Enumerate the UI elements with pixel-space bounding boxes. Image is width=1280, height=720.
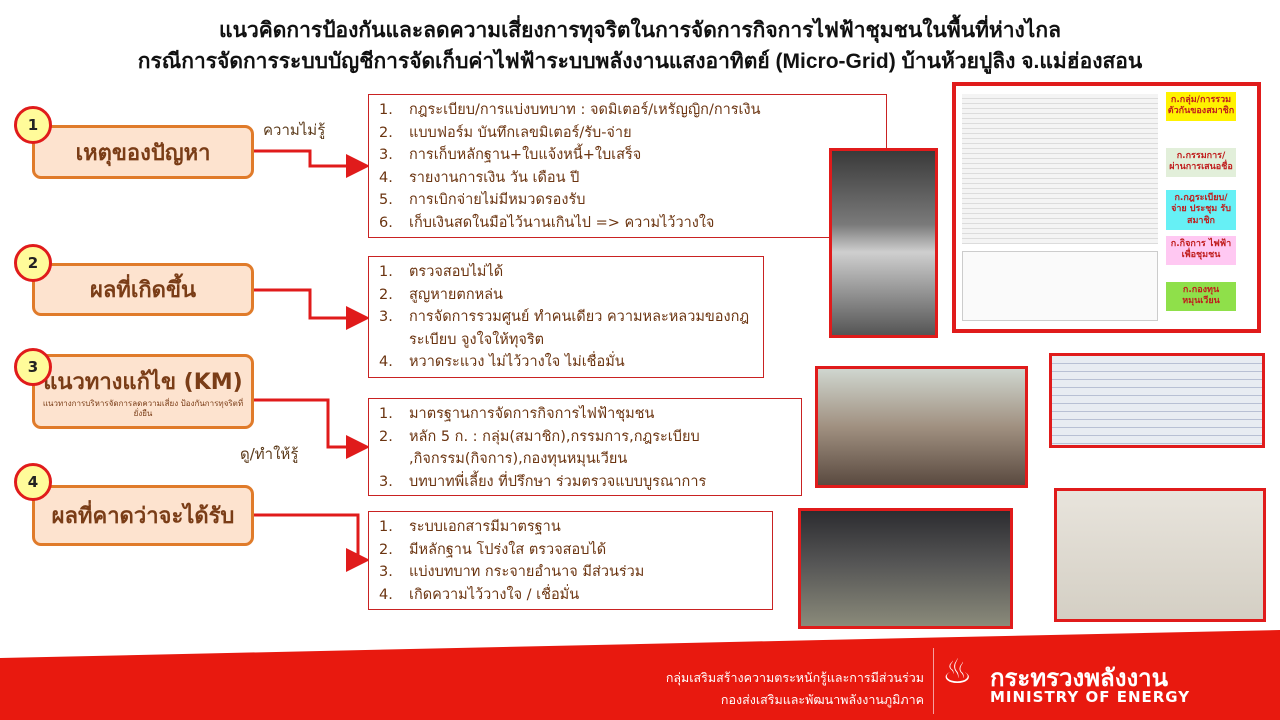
connector-4 [254, 513, 370, 572]
step-number-badge: 4 [14, 463, 52, 501]
diagram-table-image [962, 94, 1158, 244]
item-number: 1. [379, 102, 393, 118]
item-text: การเบิกจ่ายไม่มีหมวดรองรับ [409, 192, 586, 208]
item-text: มีหลักฐาน โปร่งใส ตรวจสอบได้ [409, 541, 607, 558]
ministry-flame-logo-icon: ♨ [942, 652, 973, 692]
connector-1 [254, 149, 370, 178]
title-line-2: กรณีการจัดการระบบบัญชีการจัดเก็บค่าไฟฟ้า… [137, 50, 1143, 73]
list-item: 1. ตรวจสอบไม่ได้ [379, 261, 753, 284]
expected-list: 1. ระบบเอกสารมีมาตรฐาน 2. มีหลักฐาน โปร่งใส… [368, 511, 773, 610]
item-number: 1. [379, 519, 393, 535]
connector-2 [254, 288, 370, 330]
ledger-document-photo [1049, 353, 1265, 448]
item-number: 3. [379, 473, 393, 490]
five-k-tag: ก.กรรมการ/ ผ่านการเสนอชื่อ [1166, 148, 1236, 177]
micro-grid-diagram: ก.กลุ่ม/การรวมตัวกันของสมาชิกก.กรรมการ/ … [952, 82, 1261, 333]
connector-label-show: ดู/ทำให้รู้ [240, 445, 299, 463]
list-item: 2. แบบฟอร์ม บันทึกเลขมิเตอร์/รับ-จ่าย [379, 122, 876, 145]
item-number: 2. [379, 124, 393, 141]
item-text: ตรวจสอบไม่ได้ [409, 264, 504, 280]
item-number: 1. [379, 406, 393, 422]
list-item: 4. รายงานการเงิน วัน เดือน ปี [379, 167, 876, 190]
footer: กลุ่มเสริมสร้างความตระหนักรู้และการมีส่ว… [0, 630, 1280, 720]
item-number: 1. [379, 264, 393, 280]
five-k-tag: ก.กลุ่ม/การรวมตัวกันของสมาชิก [1166, 92, 1236, 121]
five-k-tag: ก.กองทุน หมุนเวียน [1166, 282, 1236, 311]
item-number: 2. [379, 541, 393, 558]
list-item: 1. ระบบเอกสารมีมาตรฐาน [379, 516, 762, 539]
list-item: 2. สูญหายตกหล่น [379, 284, 753, 307]
list-item: 1. มาตรฐานการจัดการกิจการไฟฟ้าชุมชน [379, 403, 791, 426]
step-number-badge: 2 [14, 244, 52, 282]
item-text: บทบาทพี่เลี้ยง ที่ปรึกษา ร่วมตรวจแบบบูรณ… [409, 473, 707, 490]
item-text: กฎระเบียบ/การแบ่งบทบาท : จดมิเตอร์/เหรัญ… [409, 102, 761, 118]
item-number: 4. [379, 169, 393, 186]
connector-3 [254, 398, 370, 459]
step-cause: เหตุของปัญหา [32, 125, 254, 179]
step-effect: ผลที่เกิดขึ้น [32, 263, 254, 316]
footer-dept-line-2: กองส่งเสริมและพัฒนาพลังงานภูมิภาค [720, 692, 924, 707]
item-text: หลัก 5 ก. : กลุ่ม(สมาชิก),กรรมการ,กฎระเบ… [409, 428, 700, 468]
list-item: 4. เกิดความไว้วางใจ / เชื่อมั่น [379, 584, 762, 607]
step-label: ผลที่คาดว่าจะได้รับ [51, 504, 235, 529]
receipt-document-photo [1054, 488, 1266, 622]
item-text: การจัดการรวมศูนย์ ทำคนเดียว ความหละหลวมข… [409, 309, 750, 348]
item-text: เก็บเงินสดในมือไว้นานเกินไป => ความไว้วา… [409, 214, 715, 231]
item-text: ระบบเอกสารมีมาตรฐาน [409, 519, 561, 535]
footer-divider [933, 648, 934, 714]
list-item: 3. การเก็บหลักฐาน+ใบแจ้งหนี้+ใบเสร็จ [379, 144, 876, 167]
five-k-tag: ก.กฎระเบียบ/ จ่าย ประชุม รับ สมาชิก [1166, 190, 1236, 230]
step-expected: ผลที่คาดว่าจะได้รับ [32, 485, 254, 546]
ministry-name-english: MINISTRY OF ENERGY [990, 688, 1191, 706]
item-text: รายงานการเงิน วัน เดือน ปี [409, 169, 580, 186]
step-label: ผลที่เกิดขึ้น [89, 278, 197, 303]
step-label: เหตุของปัญหา [75, 140, 211, 166]
item-number: 3. [379, 147, 393, 163]
list-item: 3. บทบาทพี่เลี้ยง ที่ปรึกษา ร่วมตรวจแบบบู… [379, 471, 791, 494]
item-number: 5. [379, 192, 393, 208]
step-number-badge: 1 [14, 106, 52, 144]
item-text: สูญหายตกหล่น [409, 286, 503, 303]
item-text: มาตรฐานการจัดการกิจการไฟฟ้าชุมชน [409, 406, 655, 422]
solutions-list: 1. มาตรฐานการจัดการกิจการไฟฟ้าชุมชน 2. หลัก… [368, 398, 802, 496]
item-number: 6. [379, 214, 393, 231]
list-item: 6. เก็บเงินสดในมือไว้นานเกินไป => ความไว้… [379, 212, 876, 235]
diagram-chart-image [962, 251, 1158, 321]
item-number: 2. [379, 428, 393, 445]
list-item: 3. แบ่งบทบาท กระจายอำนาจ มีส่วนร่วม [379, 561, 762, 584]
causes-list: 1. กฎระเบียบ/การแบ่งบทบาท : จดมิเตอร์/เหร… [368, 94, 887, 238]
effects-list: 1. ตรวจสอบไม่ได้ 2. สูญหายตกหล่น 3. การจัดการ… [368, 256, 764, 378]
five-k-tag: ก.กิจการ ไฟฟ้า เพื่อชุมชน [1166, 236, 1236, 265]
step-solution: แนวทางแก้ไข (KM) แนวทางการบริหารจัดการลดค… [32, 354, 254, 429]
item-text: แบ่งบทบาท กระจายอำนาจ มีส่วนร่วม [409, 564, 645, 580]
ministry-name-thai: กระทรวงพลังงาน [990, 664, 1169, 692]
item-number: 3. [379, 309, 393, 325]
list-item: 1. กฎระเบียบ/การแบ่งบทบาท : จดมิเตอร์/เหร… [379, 99, 876, 122]
footer-dept-line-1: กลุ่มเสริมสร้างความตระหนักรู้และการมีส่ว… [665, 670, 924, 685]
title-line-1: แนวคิดการป้องกันและลดความเสี่ยงการทุจริต… [219, 19, 1061, 42]
item-text: แบบฟอร์ม บันทึกเลขมิเตอร์/รับ-จ่าย [409, 124, 632, 141]
item-text: การเก็บหลักฐาน+ใบแจ้งหนี้+ใบเสร็จ [409, 147, 642, 163]
list-item: 3. การจัดการรวมศูนย์ ทำคนเดียว ความหละหลว… [379, 306, 753, 351]
step-sublabel: แนวทางการบริหารจัดการลดความเสี่ยง ป้องกั… [42, 399, 244, 418]
item-number: 3. [379, 564, 393, 580]
connector-label-unknowing: ความไม่รู้ [263, 121, 326, 139]
presentation-photo [798, 508, 1013, 629]
step-number-badge: 3 [14, 348, 52, 386]
list-item: 2. หลัก 5 ก. : กลุ่ม(สมาชิก),กรรมการ,กฎระ… [379, 426, 791, 471]
community-meeting-photo [815, 366, 1028, 488]
list-item: 5. การเบิกจ่ายไม่มีหมวดรองรับ [379, 189, 876, 212]
item-number: 4. [379, 354, 393, 370]
meter-photo [829, 148, 938, 338]
item-text: หวาดระแวง ไม่ไว้วางใจ ไม่เชื่อมั่น [409, 354, 625, 370]
list-item: 4. หวาดระแวง ไม่ไว้วางใจ ไม่เชื่อมั่น [379, 351, 753, 374]
item-number: 4. [379, 586, 393, 603]
list-item: 2. มีหลักฐาน โปร่งใส ตรวจสอบได้ [379, 539, 762, 562]
item-text: เกิดความไว้วางใจ / เชื่อมั่น [409, 586, 580, 603]
step-label: แนวทางแก้ไข (KM) [43, 370, 243, 396]
item-number: 2. [379, 286, 393, 303]
